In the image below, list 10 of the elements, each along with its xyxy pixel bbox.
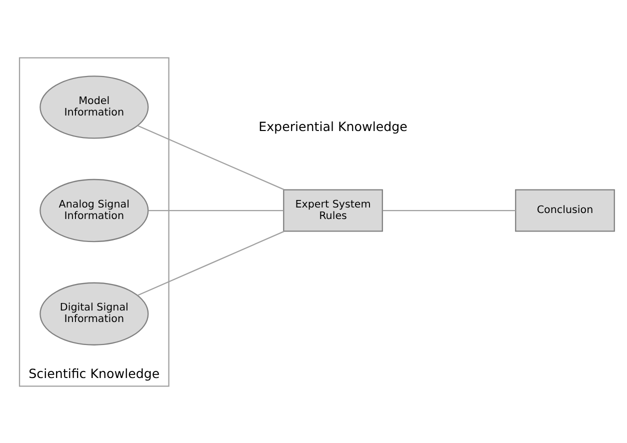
node-box: Expert System Rules [283, 188, 383, 232]
connector [137, 230, 284, 296]
node-ellipse: Digital Signal Information [40, 282, 149, 345]
connector [137, 124, 284, 190]
connector [148, 209, 284, 211]
node-box: Conclusion [515, 188, 615, 232]
node-ellipse: Analog Signal Information [40, 178, 149, 242]
label: Experiential Knowledge [258, 118, 408, 134]
connector [382, 209, 516, 211]
node-ellipse: Model Information [40, 75, 149, 138]
